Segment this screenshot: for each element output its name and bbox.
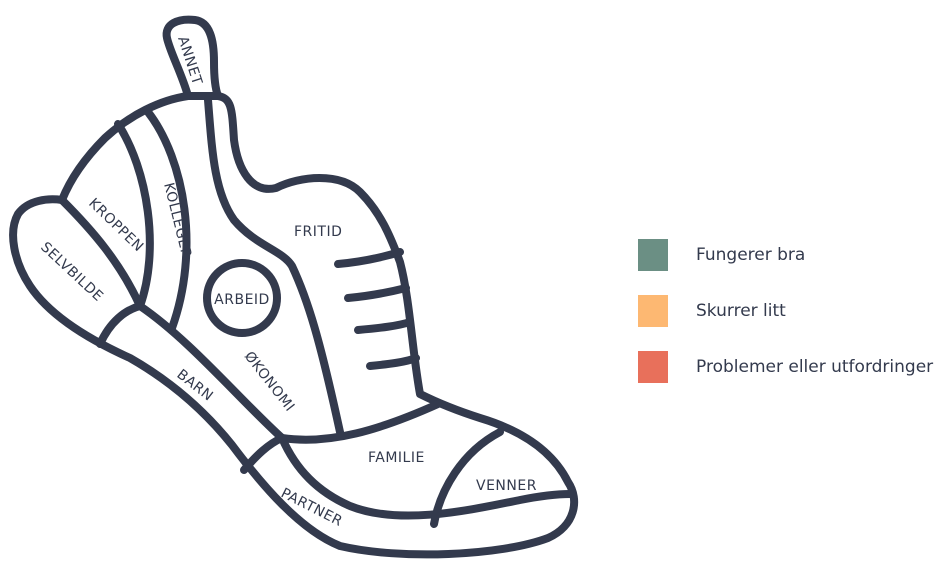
lace-4 [370,358,416,366]
zone-label-familie: FAMILIE [368,450,425,466]
selvbilde-divider [100,306,140,344]
legend-label: Skurrer litt [696,301,786,321]
zone-label-kroppen: KROPPEN [85,195,146,255]
legend-swatch-red [638,351,668,383]
legend-item: Skurrer litt [638,294,933,328]
sole-top-line [282,404,438,440]
legend-item: Fungerer bra [638,238,933,272]
legend-swatch-green [638,239,668,271]
zone-label-barn: BARN [174,367,216,405]
zone-label-fritid: FRITID [294,224,342,240]
lace-1 [338,252,400,264]
zone-label-selvbilde: SELVBILDE [37,239,106,305]
legend: Fungerer bra Skurrer litt Problemer elle… [638,238,933,406]
zone-label-arbeid: ARBEID [214,292,270,308]
legend-item: Problemer eller utfordringer [638,350,933,384]
zone-label-venner: VENNER [476,478,537,494]
legend-swatch-orange [638,295,668,327]
lace-2 [348,288,406,298]
shoe-diagram: ANNET KROPPEN KOLLEGER FRITID SELVBILDE … [0,0,600,561]
legend-label: Problemer eller utfordringer [696,357,933,377]
legend-label: Fungerer bra [696,245,805,265]
lace-3 [358,322,410,330]
